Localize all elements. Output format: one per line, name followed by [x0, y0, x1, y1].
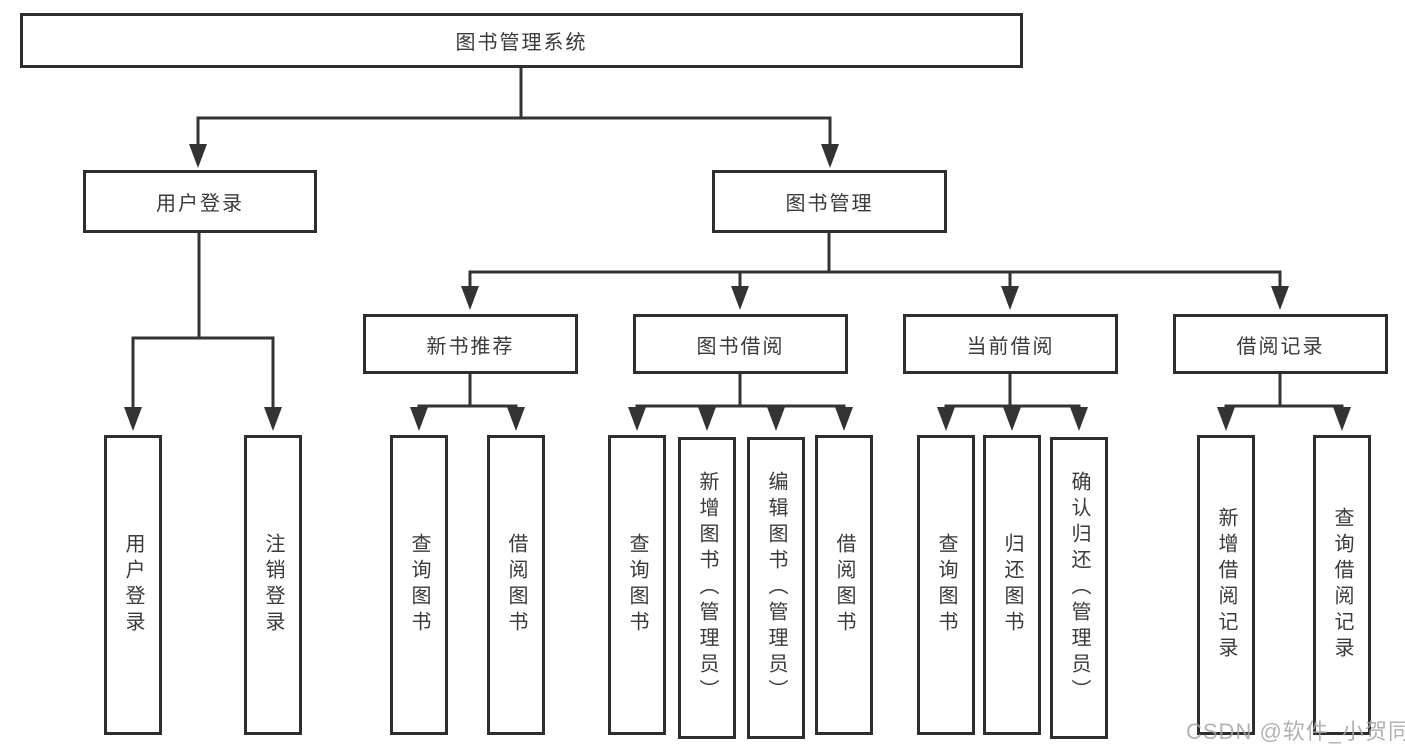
node-book-management: 图书管理: [712, 170, 947, 233]
leaf-add-borrow-record: 新增借阅记录: [1197, 435, 1255, 735]
arrow-icon: [189, 144, 207, 168]
leaf-user-login: 用户登录: [104, 435, 162, 735]
arrow-icon: [628, 407, 646, 431]
arrow-icon: [767, 407, 785, 431]
node-label: 用户登录: [122, 533, 144, 637]
node-book-borrowing: 图书借阅: [633, 314, 848, 374]
leaf-query-books-recommend: 查询图书: [390, 435, 448, 735]
node-label: 注销登录: [262, 533, 284, 637]
leaf-logout: 注销登录: [244, 435, 302, 735]
edge-arrowheads: [124, 144, 1351, 431]
edge-newbook-to-leaves: [417, 374, 518, 409]
edge-userlogin-to-leaves: [131, 233, 275, 409]
arrow-icon: [1001, 286, 1019, 310]
arrow-icon: [264, 407, 282, 431]
node-label: 借阅图书: [505, 533, 527, 637]
node-label: 新书推荐: [426, 335, 515, 358]
node-borrowing-records: 借阅记录: [1173, 314, 1388, 374]
leaf-query-books-borrowing: 查询图书: [608, 435, 666, 735]
node-current-borrowing: 当前借阅: [903, 314, 1118, 374]
node-label: 借阅图书: [833, 533, 855, 637]
node-label: 查询借阅记录: [1331, 507, 1353, 663]
edge-root-to-level2: [196, 68, 832, 148]
node-label: 查询图书: [935, 533, 957, 637]
arrow-icon: [698, 407, 716, 431]
arrow-icon: [1003, 407, 1021, 431]
node-label: 图书管理系统: [455, 32, 588, 54]
node-label: 确认归还（管理员）: [1068, 471, 1090, 705]
arrow-icon: [1333, 407, 1351, 431]
arrow-icon: [731, 286, 749, 310]
arrow-icon: [1271, 286, 1289, 310]
arrow-icon: [1070, 407, 1088, 431]
node-label: 查询图书: [408, 533, 430, 637]
edge-records-to-leaves: [1224, 374, 1344, 409]
leaf-add-books-admin: 新增图书（管理员）: [678, 437, 736, 739]
leaf-query-books-current: 查询图书: [917, 435, 975, 735]
node-new-book-recommendation: 新书推荐: [363, 314, 578, 374]
node-user-login: 用户登录: [83, 170, 317, 233]
node-label: 编辑图书（管理员）: [765, 471, 787, 705]
leaf-query-borrow-record: 查询借阅记录: [1313, 435, 1371, 735]
leaf-edit-books-admin: 编辑图书（管理员）: [747, 437, 805, 739]
arrow-icon: [821, 144, 839, 168]
node-label: 当前借阅: [966, 335, 1055, 358]
arrow-icon: [461, 286, 479, 310]
node-label: 借阅记录: [1236, 335, 1325, 358]
leaf-borrow-books-recommend: 借阅图书: [487, 435, 545, 735]
node-label: 用户登录: [156, 193, 244, 215]
edge-bookmgmt-to-level3: [468, 233, 1282, 288]
csdn-watermark: CSDN @软件_小贺同学: [1186, 719, 1405, 744]
edge-borrowing-to-leaves: [635, 374, 846, 409]
arrow-icon: [835, 407, 853, 431]
node-label: 归还图书: [1001, 533, 1023, 637]
leaf-borrow-books-borrowing: 借阅图书: [815, 435, 873, 735]
node-library-system: 图书管理系统: [20, 13, 1023, 68]
arrow-icon: [410, 407, 428, 431]
node-label: 图书管理: [785, 193, 874, 215]
edge-current-to-leaves: [944, 374, 1081, 409]
node-label: 新增图书（管理员）: [696, 471, 718, 705]
arrow-icon: [124, 407, 142, 431]
arrow-icon: [507, 407, 525, 431]
node-label: 查询图书: [626, 533, 648, 637]
node-label: 图书借阅: [696, 335, 785, 358]
leaf-confirm-return-admin: 确认归还（管理员）: [1050, 437, 1108, 739]
arrow-icon: [937, 407, 955, 431]
node-label: 新增借阅记录: [1215, 507, 1237, 663]
arrow-icon: [1217, 407, 1235, 431]
leaf-return-books: 归还图书: [983, 435, 1041, 735]
